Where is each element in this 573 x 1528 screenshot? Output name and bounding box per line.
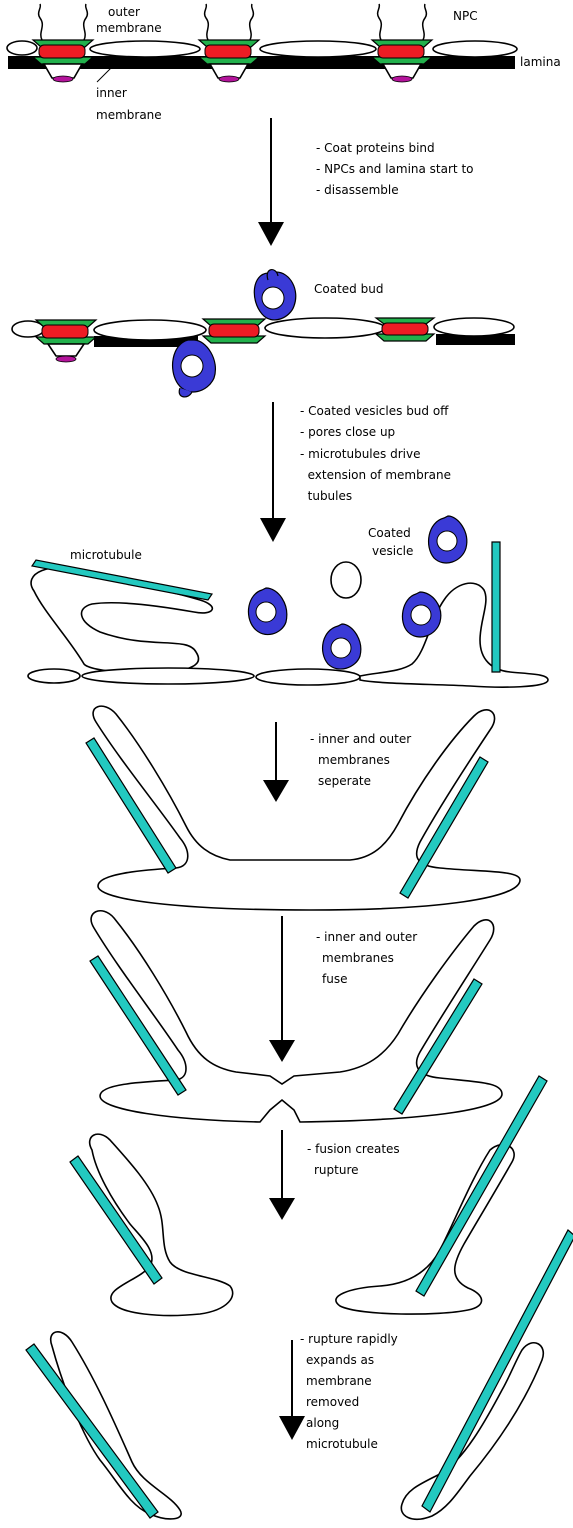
label-outer-membrane-2: membrane xyxy=(96,21,162,35)
step-3-line-1: - inner and outer xyxy=(310,732,411,746)
coated-vesicle xyxy=(429,516,467,563)
membrane-segment xyxy=(260,41,376,57)
stage-7-rupture-expands xyxy=(26,1230,573,1519)
stage-1-intact-envelope: outer membrane inner membrane NPC lamina xyxy=(7,4,561,122)
step-4-line-3: fuse xyxy=(322,972,347,986)
stage-4-separate xyxy=(86,706,520,910)
step-1-text: - Coat proteins bind - NPCs and lamina s… xyxy=(316,141,474,197)
step-4-line-1: - inner and outer xyxy=(316,930,417,944)
step-4-text: - inner and outer membranes fuse xyxy=(316,930,417,986)
step-arrow xyxy=(269,1130,295,1220)
npc-complex xyxy=(33,4,93,82)
label-inner-membrane-1: inner xyxy=(96,86,127,100)
step-3-line-3: seperate xyxy=(318,774,371,788)
membrane-segment xyxy=(7,41,37,55)
label-microtubule: microtubule xyxy=(70,548,142,562)
npc-complex xyxy=(36,320,96,362)
label-lamina: lamina xyxy=(520,55,561,69)
step-2-line-4: extension of membrane xyxy=(300,468,451,482)
step-1-line-2: - NPCs and lamina start to xyxy=(316,162,474,176)
coated-vesicle xyxy=(248,588,286,635)
label-inner-membrane-2: membrane xyxy=(96,108,162,122)
membrane-segment xyxy=(90,41,200,57)
label-coated-vesicle-2: vesicle xyxy=(372,544,413,558)
step-6-line-6: microtubule xyxy=(306,1437,378,1451)
membrane-segment xyxy=(265,318,385,338)
coated-vesicle xyxy=(402,592,440,637)
step-arrow xyxy=(263,722,289,802)
step-1-line-1: - Coat proteins bind xyxy=(316,141,435,155)
npc-complex xyxy=(199,4,259,82)
label-outer-membrane-1: outer xyxy=(108,5,140,19)
step-5-line-2: rupture xyxy=(314,1163,359,1177)
step-2-line-5: tubules xyxy=(300,489,352,503)
step-2-line-2: - pores close up xyxy=(300,425,395,439)
membrane-segment xyxy=(433,41,517,57)
step-arrow xyxy=(279,1340,305,1440)
step-arrow xyxy=(269,916,295,1062)
stage-3-tubule-extension: microtubule Coated vesicle xyxy=(28,516,548,687)
npc-complex xyxy=(203,319,265,343)
npc-complex xyxy=(372,4,432,82)
step-1-line-3: - disassemble xyxy=(316,183,399,197)
microtubule xyxy=(26,1344,158,1518)
step-6-text: - rupture rapidly expands as membrane re… xyxy=(300,1332,398,1451)
step-6-line-5: along xyxy=(306,1416,339,1430)
membrane-segment xyxy=(434,318,514,336)
npc-complex xyxy=(376,318,434,341)
step-2-text: - Coated vesicles bud off - pores close … xyxy=(300,404,451,503)
stage-2-coated-bud: Coated bud xyxy=(12,270,515,397)
step-4-line-2: membranes xyxy=(322,951,394,965)
step-5-text: - fusion creates rupture xyxy=(307,1142,400,1177)
step-3-line-2: membranes xyxy=(318,753,390,767)
step-2-line-3: - microtubules drive xyxy=(300,447,420,461)
step-arrow xyxy=(260,402,286,542)
stage-5-fuse xyxy=(90,911,502,1122)
label-npc: NPC xyxy=(453,9,478,23)
label-coated-bud: Coated bud xyxy=(314,282,383,296)
coated-vesicle xyxy=(323,624,361,669)
step-arrow xyxy=(258,118,284,246)
label-coated-vesicle-1: Coated xyxy=(368,526,411,540)
step-2-line-1: - Coated vesicles bud off xyxy=(300,404,449,418)
coated-bud xyxy=(173,340,216,397)
step-6-line-4: removed xyxy=(306,1395,359,1409)
step-6-line-1: - rupture rapidly xyxy=(300,1332,398,1346)
step-6-line-2: expands as xyxy=(306,1353,374,1367)
coated-bud xyxy=(254,270,295,320)
step-5-line-1: - fusion creates xyxy=(307,1142,400,1156)
microtubule xyxy=(492,542,500,672)
membrane-segment xyxy=(94,320,206,340)
step-6-line-3: membrane xyxy=(306,1374,372,1388)
step-3-text: - inner and outer membranes seperate xyxy=(310,732,411,788)
